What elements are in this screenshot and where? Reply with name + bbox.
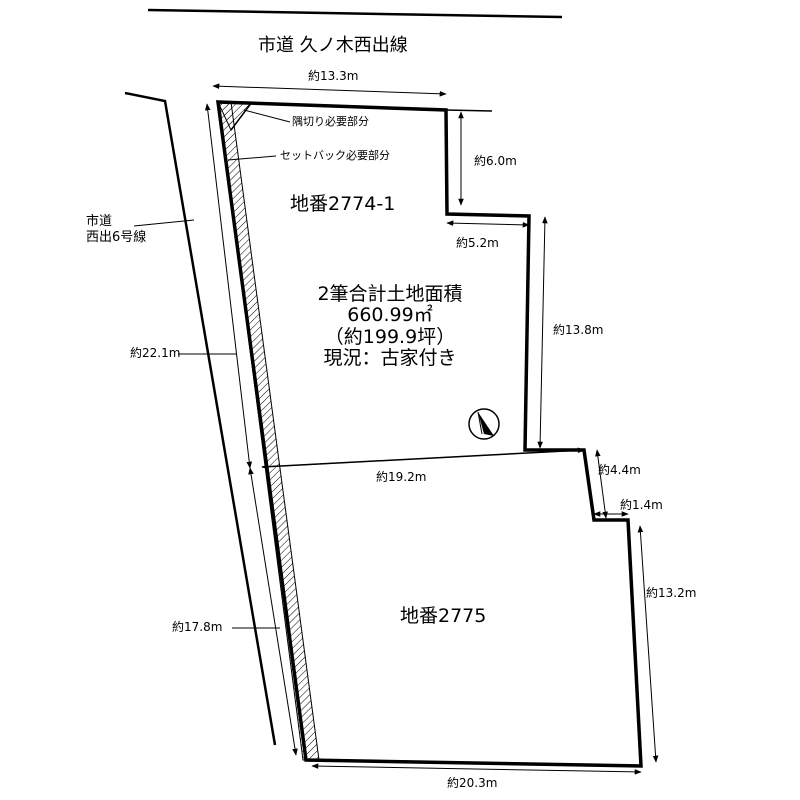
setback-note: セットバック必要部分 [280,149,390,162]
area-summary-title: 2筆合計土地面積 [317,283,463,305]
dim-label-right-middle: 約13.8m [553,323,604,337]
area-summary-tsubo: （約199.9坪） [324,325,456,348]
lot-2775-label: 地番2775 [400,605,487,627]
corner-cut-leader [243,109,291,123]
corner-cut-note: 隅切り必要部分 [292,115,369,128]
dim-arrow-step-upper [446,220,530,228]
dim-label-left-upper: 約22.1m [130,346,181,360]
lot-2774-1-label: 地番2774-1 [290,193,396,215]
dim-label-middle: 約19.2m [376,470,427,484]
dim-arrow-right-lower [637,525,659,763]
dim-label-right-lower: 約13.2m [646,586,697,600]
road-left-leader [133,219,195,227]
north-arrow-icon [468,408,500,440]
dim-arrow-left-upper [204,103,253,469]
dim-label-step-upper: 約5.2m [456,236,499,250]
top-boundary-extension [445,109,493,112]
dim-label-right-step: 約4.4m [598,463,641,477]
dim-arrow-top [212,83,447,97]
dim-arrow-left-lower [248,467,298,756]
dim-label-left-lower: 約17.8m [172,620,223,634]
road-top-label: 市道 久ノ木西出線 [258,35,408,56]
dim-label-right-upper: 約6.0m [474,154,517,168]
road-left-label-line1: 市道 [86,214,113,229]
dim-label-top: 約13.3m [308,69,359,83]
dim-arrow-right-middle [537,216,548,449]
area-summary: 2筆合計土地面積 660.99㎡ （約199.9坪） 現況：古家付き [290,283,490,369]
dim-label-step-small: 約1.4m [620,498,663,512]
road-left-line [124,91,277,746]
road-left-label: 市道 西出6号線 [86,214,146,247]
road-left-label-line2: 西出6号線 [86,230,147,246]
dim-arrow-bottom [311,763,642,775]
area-summary-status: 現況：古家付き [323,346,457,369]
area-summary-sqm: 660.99㎡ [347,304,433,327]
dim-arrow-middle [261,447,585,470]
dim-arrow-right-step [595,449,608,519]
road-top-line [147,8,563,19]
dim-label-bottom: 約20.3m [447,776,498,790]
